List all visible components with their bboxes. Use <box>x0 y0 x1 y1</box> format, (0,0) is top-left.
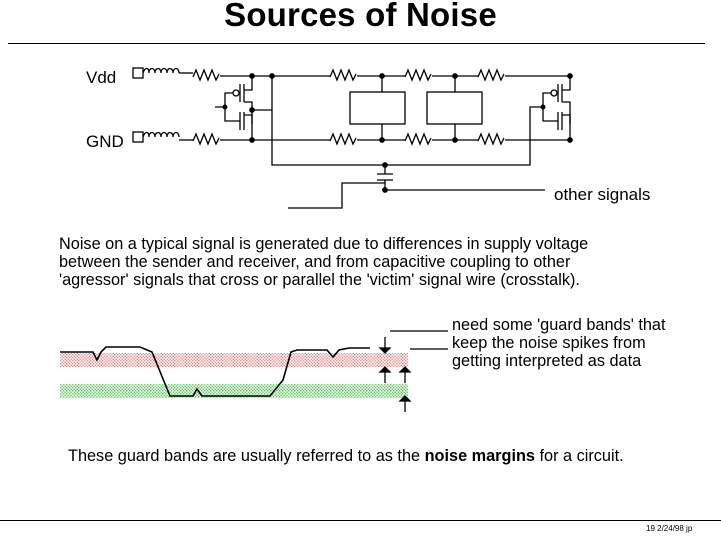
title-divider <box>8 43 705 44</box>
gnd-resistor-3 <box>477 132 505 146</box>
gnd-supply <box>132 131 570 146</box>
receiver-inverter <box>385 73 573 166</box>
signal-waveform <box>60 346 370 397</box>
gnd-resistor-2 <box>404 132 432 146</box>
guard-note-line: need some 'guard bands' that <box>452 316 666 334</box>
guard-band-markers <box>378 330 448 412</box>
paragraph-line: 'agressor' signals that cross or paralle… <box>59 271 580 289</box>
gnd-label: GND <box>86 132 124 151</box>
logic-blocks <box>349 73 483 143</box>
noise-margins-term: noise margins <box>424 447 535 465</box>
vdd-resistor-3 <box>477 68 505 82</box>
vdd-resistor-1 <box>329 68 357 82</box>
guard-note-line: keep the noise spikes from <box>452 334 646 352</box>
low-noise-band <box>60 384 408 398</box>
margins-text-after: for a circuit. <box>534 447 624 465</box>
noise-bands <box>60 346 408 398</box>
gnd-resistor-source <box>192 132 220 146</box>
paragraph-line: between the sender and receiver, and fro… <box>59 253 571 271</box>
paragraph-line: Noise on a typical signal is generated d… <box>59 235 589 253</box>
vdd-resistor-source <box>192 68 220 82</box>
noise-explanation: Noise on a typical signal is generated d… <box>59 235 699 289</box>
high-noise-band <box>60 353 408 367</box>
guard-note-line: getting interpreted as data <box>452 352 642 370</box>
guard-band-note: need some 'guard bands' that keep the no… <box>452 316 666 370</box>
vdd-label: Vdd <box>86 68 117 87</box>
slide-footer: 19 2/24/98 jp <box>646 524 693 533</box>
margins-text-before: These guard bands are usually referred t… <box>68 447 425 465</box>
vdd-supply <box>132 67 570 82</box>
gnd-resistor-1 <box>329 132 357 146</box>
noise-margins-sentence: These guard bands are usually referred t… <box>68 447 624 466</box>
vdd-resistor-2 <box>404 68 432 82</box>
footer-divider <box>0 520 721 521</box>
page-title: Sources of Noise <box>224 0 497 33</box>
other-signals-label: other signals <box>554 185 651 204</box>
coupling-capacitor <box>288 162 545 209</box>
sender-inverter <box>215 73 385 166</box>
